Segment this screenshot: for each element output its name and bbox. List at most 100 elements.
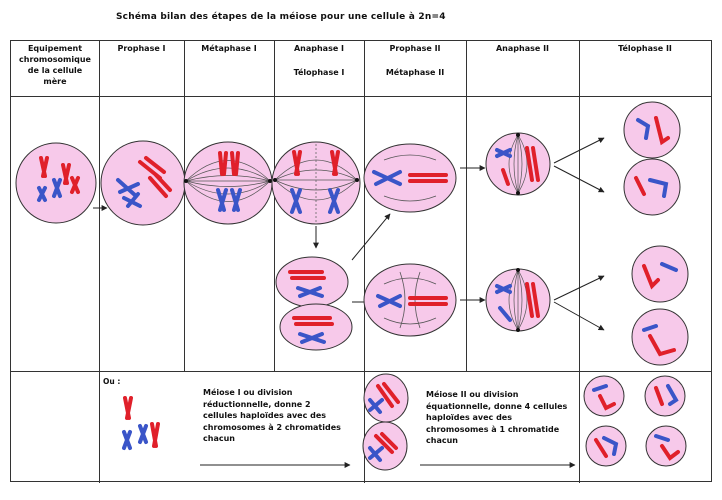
cell-membrane bbox=[631, 245, 689, 303]
spindle bbox=[185, 160, 271, 202]
col-divider bbox=[579, 41, 580, 483]
note-line: cellules haploïdes avec des bbox=[203, 411, 327, 420]
chromosome-red bbox=[70, 176, 80, 194]
chromosome-red bbox=[408, 173, 448, 183]
arrow bbox=[553, 301, 605, 331]
label-ou: Ou : bbox=[103, 377, 121, 386]
cell-membrane bbox=[585, 425, 627, 467]
cell-telophase-1-top bbox=[275, 256, 349, 308]
chromosome-blue bbox=[660, 262, 678, 272]
cell-membrane bbox=[631, 308, 689, 366]
cell-prophase-1 bbox=[100, 140, 186, 226]
cell-telophase-2-a bbox=[623, 101, 681, 159]
chromosome-blue bbox=[138, 424, 148, 444]
chromosome-red bbox=[292, 316, 334, 326]
chromosome-blue bbox=[122, 430, 132, 450]
cell-mere bbox=[15, 142, 97, 224]
header-anaphase-2: Anaphase II bbox=[495, 44, 550, 53]
note-line: Méiose II ou division bbox=[426, 390, 519, 399]
bottom-cells-haploid bbox=[362, 373, 409, 471]
header-line: Equipement bbox=[27, 44, 83, 53]
note-line: chacun bbox=[203, 434, 235, 443]
note-meiose-1: Méiose I ou division réductionnelle, don… bbox=[203, 387, 353, 445]
chromosome-blue bbox=[328, 188, 340, 214]
header-divider bbox=[11, 96, 711, 97]
cell-anaphase-2-bottom bbox=[485, 268, 551, 332]
cell-membrane bbox=[279, 303, 353, 351]
centrosome bbox=[516, 191, 520, 195]
header-anaphase-1: Anaphase I bbox=[293, 44, 345, 53]
note-meiose-2: Méiose II ou division équationnelle, don… bbox=[426, 389, 576, 447]
chromosome-red bbox=[648, 334, 676, 357]
cell-telophase-2-c bbox=[631, 245, 689, 303]
chromosome-red bbox=[525, 282, 540, 318]
centrosome bbox=[516, 328, 520, 332]
chromosome-blue bbox=[495, 284, 512, 294]
centrosome bbox=[268, 179, 272, 183]
header-metaphase-2: Métaphase II bbox=[385, 68, 445, 77]
chromosome-blue bbox=[368, 446, 384, 462]
centrosome bbox=[355, 178, 359, 182]
chromosome-blue bbox=[498, 306, 512, 322]
chromosome-red bbox=[376, 382, 400, 408]
note-line: chromosomes à 1 chromatide bbox=[426, 424, 560, 434]
chromosome-red bbox=[634, 176, 646, 196]
chromosome-blue bbox=[52, 178, 62, 198]
chromosome-red bbox=[330, 150, 340, 176]
row-divider bbox=[11, 371, 711, 372]
chromosome-red bbox=[292, 150, 302, 176]
chromosome-blue bbox=[372, 170, 402, 186]
cell-membrane bbox=[623, 101, 681, 159]
chromosome-red bbox=[150, 422, 160, 448]
chromosome-red bbox=[288, 270, 326, 280]
note-line: chromosomes à 2 chromatides bbox=[203, 422, 341, 432]
chromosome-red bbox=[39, 156, 49, 178]
cell-anaphase-2-top bbox=[485, 132, 551, 196]
col-divider bbox=[184, 41, 185, 371]
chromosome-red bbox=[218, 151, 240, 176]
chromosome-red bbox=[501, 168, 510, 186]
chromosome-blue bbox=[642, 324, 658, 332]
chromosome-blue bbox=[37, 186, 47, 202]
cell-prophase-2-top bbox=[363, 143, 457, 213]
bottom-cells-final bbox=[583, 375, 687, 467]
header-line: chromosomique bbox=[19, 55, 91, 64]
chromosome-blue bbox=[636, 118, 651, 140]
note-line: chacun bbox=[426, 436, 458, 445]
chromosome-blue bbox=[376, 294, 402, 308]
meiosis-table: Equipement chromosomique de la cellule m… bbox=[10, 40, 712, 483]
spindle bbox=[383, 271, 437, 329]
chromosome-blue bbox=[592, 384, 608, 392]
cell-metaphase-2-bottom bbox=[363, 263, 457, 337]
note-line: réductionnelle, donne 2 bbox=[203, 399, 311, 409]
cell-membrane bbox=[645, 425, 687, 467]
col-divider bbox=[466, 41, 467, 371]
arrow bbox=[351, 213, 391, 261]
chromosome-blue bbox=[495, 148, 512, 158]
bottom-cell-mere bbox=[122, 396, 160, 450]
col-divider bbox=[274, 41, 275, 371]
chromosome-blue bbox=[122, 192, 142, 208]
cell-membrane bbox=[583, 375, 625, 417]
centrosome bbox=[516, 133, 520, 137]
cell-telophase-2-b bbox=[623, 158, 681, 216]
col-divider bbox=[99, 41, 100, 483]
arrow bbox=[553, 165, 605, 193]
spindle bbox=[508, 134, 528, 194]
chromosome-red bbox=[594, 438, 608, 458]
arrow bbox=[553, 275, 605, 301]
cell-telophase-2-d bbox=[631, 308, 689, 366]
chromosome-blue bbox=[296, 286, 324, 298]
col-divider bbox=[364, 41, 365, 483]
header-prophase-2: Prophase II bbox=[389, 44, 441, 53]
header-line: mère bbox=[43, 77, 67, 86]
spindle bbox=[383, 154, 437, 202]
note-line: Méiose I ou division bbox=[203, 388, 293, 397]
cell-metaphase-1 bbox=[183, 141, 273, 225]
chromosome-blue bbox=[602, 436, 619, 456]
chromosome-blue bbox=[216, 188, 242, 212]
arrow bbox=[553, 137, 605, 164]
chromosome-blue bbox=[654, 434, 670, 442]
header-equipement: Equipement chromosomique de la cellule m… bbox=[11, 43, 99, 87]
chromosome-blue bbox=[666, 384, 679, 406]
